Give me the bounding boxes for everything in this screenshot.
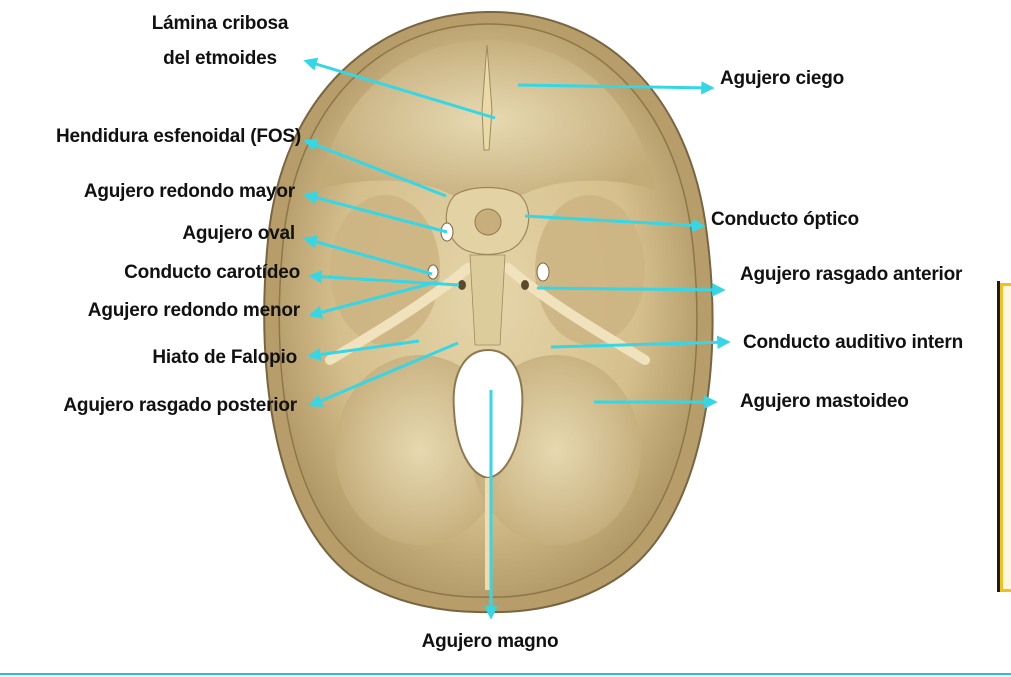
bottom-divider — [0, 673, 1011, 675]
label-agujero-mastoideo: Agujero mastoideo — [740, 391, 909, 413]
label-agujero-magno: Agujero magno — [380, 631, 600, 653]
label-agujero-redondo-menor: Agujero redondo menor — [0, 300, 300, 322]
label-conducto-carotideo: Conducto carotídeo — [0, 262, 300, 284]
label-conducto-optico: Conducto óptico — [711, 209, 859, 231]
label-conducto-auditivo-interno: Conducto auditivo intern — [743, 332, 963, 354]
label-lamina-cribosa-line2: del etmoides — [110, 48, 330, 70]
label-hiato-de-falopio: Hiato de Falopio — [0, 347, 297, 369]
label-hendidura-esfenoidal: Hendidura esfenoidal (FOS) — [0, 126, 301, 148]
skull-base — [264, 12, 712, 612]
arrow-rasgado-anterior — [537, 288, 723, 290]
label-agujero-rasgado-posterior: Agujero rasgado posterior — [0, 395, 297, 417]
label-lamina-cribosa-line1: Lámina cribosa — [110, 13, 330, 35]
label-agujero-ciego: Agujero ciego — [720, 68, 844, 90]
label-agujero-redondo-mayor: Agujero redondo mayor — [0, 181, 295, 203]
label-agujero-rasgado-anterior: Agujero rasgado anterior — [740, 264, 962, 286]
label-agujero-oval: Agujero oval — [0, 223, 295, 245]
note-box — [1000, 283, 1011, 592]
